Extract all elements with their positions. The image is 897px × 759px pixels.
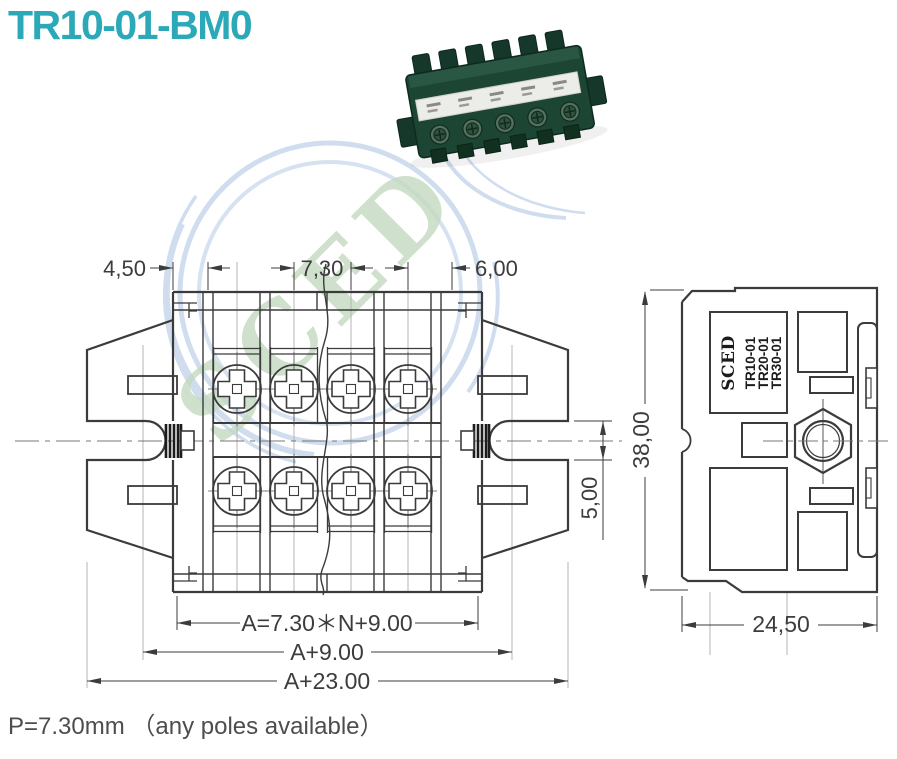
label-model-2: TR20-01 — [756, 336, 771, 389]
dim-margin-right-label: 6,00 — [475, 256, 518, 281]
top-dimension-arrows — [159, 265, 466, 271]
photo-bottom-ribs — [429, 123, 582, 164]
photo-screws — [429, 101, 580, 145]
dim-pitch-label: 7,30 — [301, 256, 344, 281]
photo-label-strip — [414, 71, 582, 122]
break-line — [318, 263, 331, 596]
page-title: TR10-01-BM0 — [8, 2, 253, 48]
side-inner-features — [709, 311, 854, 571]
watermark-swoosh — [162, 194, 297, 464]
side-edge-notch — [681, 428, 692, 453]
wing-slots — [127, 375, 528, 505]
depth-dimension: 24,50 — [681, 596, 878, 637]
label-model-3: TR30-01 — [769, 336, 784, 389]
dim-total-width-label: A+23.00 — [284, 668, 370, 694]
dim-body-width-label: A=7.30＊N+9.00 — [241, 610, 412, 636]
height-dimension: 38,00 — [628, 289, 688, 591]
product-photo — [396, 29, 608, 168]
label-brand: SCED — [719, 335, 739, 391]
rail-clip — [857, 322, 878, 558]
slot-height-dimension: 5,00 — [574, 420, 612, 540]
projection-lines — [86, 262, 788, 688]
side-label-plate — [709, 311, 788, 414]
bottom-dimension-arrows — [87, 620, 568, 684]
side-view: SCED TR10-01 TR20-01 TR30-01 38,00 24,50 — [628, 286, 889, 637]
mounting-wing-left — [85, 318, 174, 560]
dim-margin-left-label: 4,50 — [103, 256, 146, 281]
front-view: 4,50 7,30 6,00 5,00 A=7.30 — [15, 256, 788, 694]
pitch-note: P=7.30mm （any poles available） — [8, 713, 384, 740]
dim-height-label: 38,00 — [628, 411, 654, 469]
photo-body-highlight — [408, 46, 580, 89]
side-label-texts: SCED TR10-01 TR20-01 TR30-01 — [719, 335, 784, 391]
mounting-wing-right — [481, 318, 570, 560]
watermark: SCED — [154, 107, 586, 466]
mounting-screw-symbols — [164, 424, 491, 458]
dim-depth-label: 24,50 — [752, 611, 810, 637]
dim-slot-height-label: 5,00 — [577, 477, 602, 520]
watermark-swoosh — [466, 261, 500, 394]
label-model-1: TR10-01 — [743, 336, 758, 389]
dim-mount-width-label: A+9.00 — [290, 639, 364, 665]
corner-steps — [173, 302, 482, 582]
pole-dividers — [202, 292, 442, 592]
